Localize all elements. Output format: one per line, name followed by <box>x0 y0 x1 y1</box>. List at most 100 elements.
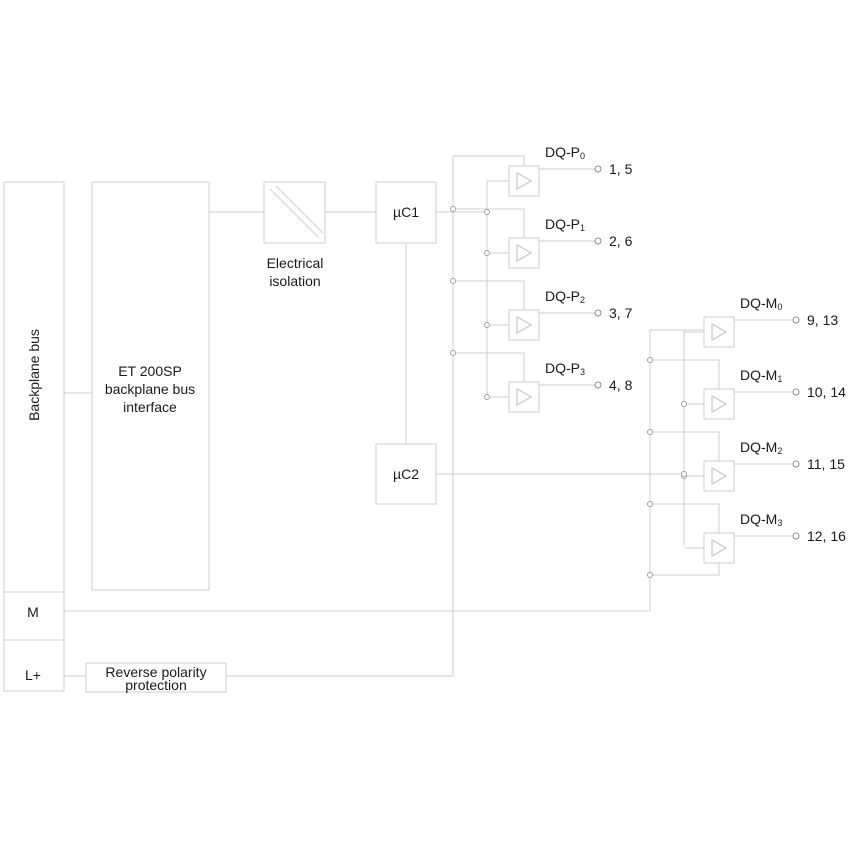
isolation-diagonal-1 <box>269 188 320 239</box>
p-channel-label-3: DQ-P3 <box>545 360 585 377</box>
m-channel-label-2: DQ-M2 <box>740 439 782 456</box>
m-channel-label-3: DQ-M3 <box>740 511 782 528</box>
m-terminal-numbers-3: 12, 16 <box>807 528 846 544</box>
m-supply-branch-1 <box>650 359 720 389</box>
m-driver-box-2 <box>703 460 735 492</box>
p-terminal-numbers-2: 3, 7 <box>609 305 633 321</box>
p-channel-3: DQ-P3 4, 8 <box>450 350 633 413</box>
p-supply-node-2 <box>450 278 456 284</box>
m-channel-base-3: DQ-M <box>740 511 777 527</box>
m-channel-1: DQ-M1 10, 14 <box>647 357 846 420</box>
m-terminal-icon-0 <box>792 316 800 324</box>
m-channel-0: DQ-M0 9, 13 <box>684 295 838 348</box>
m-supply-branch-3 <box>650 503 720 533</box>
p-channel-0: DQ-P0 1, 5 <box>487 144 633 197</box>
p-control-junction-node <box>484 209 490 215</box>
m-terminal-numbers-1: 10, 14 <box>807 384 846 400</box>
m-label: M <box>27 604 39 620</box>
uc2-label: µC2 <box>393 466 419 482</box>
p-terminal-numbers-1: 2, 6 <box>609 233 633 249</box>
p-channel-index-0: 0 <box>580 151 585 161</box>
p-terminal-icon-1 <box>594 237 602 245</box>
uc1-box <box>375 181 437 244</box>
m-channel-index-0: 0 <box>777 302 782 312</box>
backplane-bus-box <box>3 181 65 593</box>
m-channel-base-0: DQ-M <box>740 295 777 311</box>
interface-label-line-3: interface <box>123 399 177 415</box>
m-channel-index-2: 2 <box>777 446 782 456</box>
m-driver-triangle-icon-2 <box>711 467 728 485</box>
p-driver-triangle-icon-1 <box>516 244 533 262</box>
wiring <box>64 155 718 677</box>
lplus-label: L+ <box>25 667 41 683</box>
m-terminal-numbers-0: 9, 13 <box>807 312 838 328</box>
isolation-block: Electrical isolation <box>263 181 326 289</box>
backplane-bus-block: Backplane bus M L+ <box>3 181 65 692</box>
m-terminal-icon-2 <box>792 460 800 468</box>
m-supply-node-2 <box>647 429 653 435</box>
m-supply-bottom-node-3 <box>647 572 653 578</box>
reverse-polarity-line-1: Reverse polarity <box>105 664 206 680</box>
p-channel-base-0: DQ-P <box>545 144 580 160</box>
p-channel-index-1: 1 <box>580 223 585 233</box>
reverse-polarity-line-2: protection <box>125 677 186 693</box>
p-channel-base-1: DQ-P <box>545 216 580 232</box>
p-terminal-icon-3 <box>594 381 602 389</box>
p-driver-box-1 <box>508 237 540 269</box>
p-channel-label-1: DQ-P1 <box>545 216 585 233</box>
m-channel-label-1: DQ-M1 <box>740 367 782 384</box>
m-driver-box-1 <box>703 388 735 420</box>
p-supply-branch-3 <box>453 352 525 382</box>
p-driver-triangle-icon-2 <box>516 316 533 334</box>
isolation-label-line-2: isolation <box>269 273 320 289</box>
p-driver-box-2 <box>508 309 540 341</box>
lplus-terminal-box <box>3 639 65 692</box>
m-driver-triangle-icon-1 <box>711 395 728 413</box>
m-channel-label-0: DQ-M0 <box>740 295 782 312</box>
uc1-block: µC1 <box>375 181 437 244</box>
p-driver-box-0 <box>508 165 540 197</box>
p-terminal-numbers-0: 1, 5 <box>609 161 633 177</box>
m-terminal-numbers-2: 11, 15 <box>807 456 845 472</box>
p-terminal-icon-0 <box>594 165 602 173</box>
p-terminal-numbers-3: 4, 8 <box>609 377 633 393</box>
m-supply-node-1 <box>647 357 653 363</box>
p-driver-triangle-icon-3 <box>516 388 533 406</box>
m-driver-triangle-icon-0 <box>711 323 728 341</box>
p-control-node-3 <box>484 394 490 400</box>
interface-label-line-1: ET 200SP <box>118 363 182 379</box>
p-driver-box-3 <box>508 381 540 413</box>
isolation-box <box>263 181 326 244</box>
isolation-label-line-1: Electrical <box>267 255 324 271</box>
p-control-node-1 <box>484 250 490 256</box>
m-channel-index-3: 3 <box>777 518 782 528</box>
uc2-block: µC2 <box>375 443 437 505</box>
m-channel-3: DQ-M3 12, 16 <box>647 501 846 578</box>
m-driver-box-0 <box>703 316 735 348</box>
p-channel-label-2: DQ-P2 <box>545 288 585 305</box>
m-control-node-1 <box>681 401 687 407</box>
p-channel-base-2: DQ-P <box>545 288 580 304</box>
p-channel-1: DQ-P1 2, 6 <box>450 206 633 269</box>
p-supply-node-1 <box>450 206 456 212</box>
m-terminal-box <box>3 591 65 641</box>
p-supply-branch-1 <box>453 208 525 238</box>
m-supply-branch-2 <box>650 431 720 461</box>
m-terminal-icon-3 <box>792 532 800 540</box>
m-driver-box-3 <box>703 532 735 564</box>
p-channel-2: DQ-P2 3, 7 <box>450 278 633 341</box>
p-channel-index-2: 2 <box>580 295 585 305</box>
interface-block: ET 200SP backplane bus interface <box>91 181 210 591</box>
interface-label-line-2: backplane bus <box>105 381 195 397</box>
reverse-polarity-block: Reverse polarity protection <box>85 662 227 693</box>
p-channel-index-3: 3 <box>580 367 585 377</box>
m-control-junction-node <box>681 471 687 477</box>
p-channel-label-0: DQ-P0 <box>545 144 585 161</box>
p-supply-branch-2 <box>453 280 525 310</box>
interface-box <box>91 181 210 591</box>
m-supply-node-3 <box>647 501 653 507</box>
p-channel-base-3: DQ-P <box>545 360 580 376</box>
m-channel-base-2: DQ-M <box>740 439 777 455</box>
